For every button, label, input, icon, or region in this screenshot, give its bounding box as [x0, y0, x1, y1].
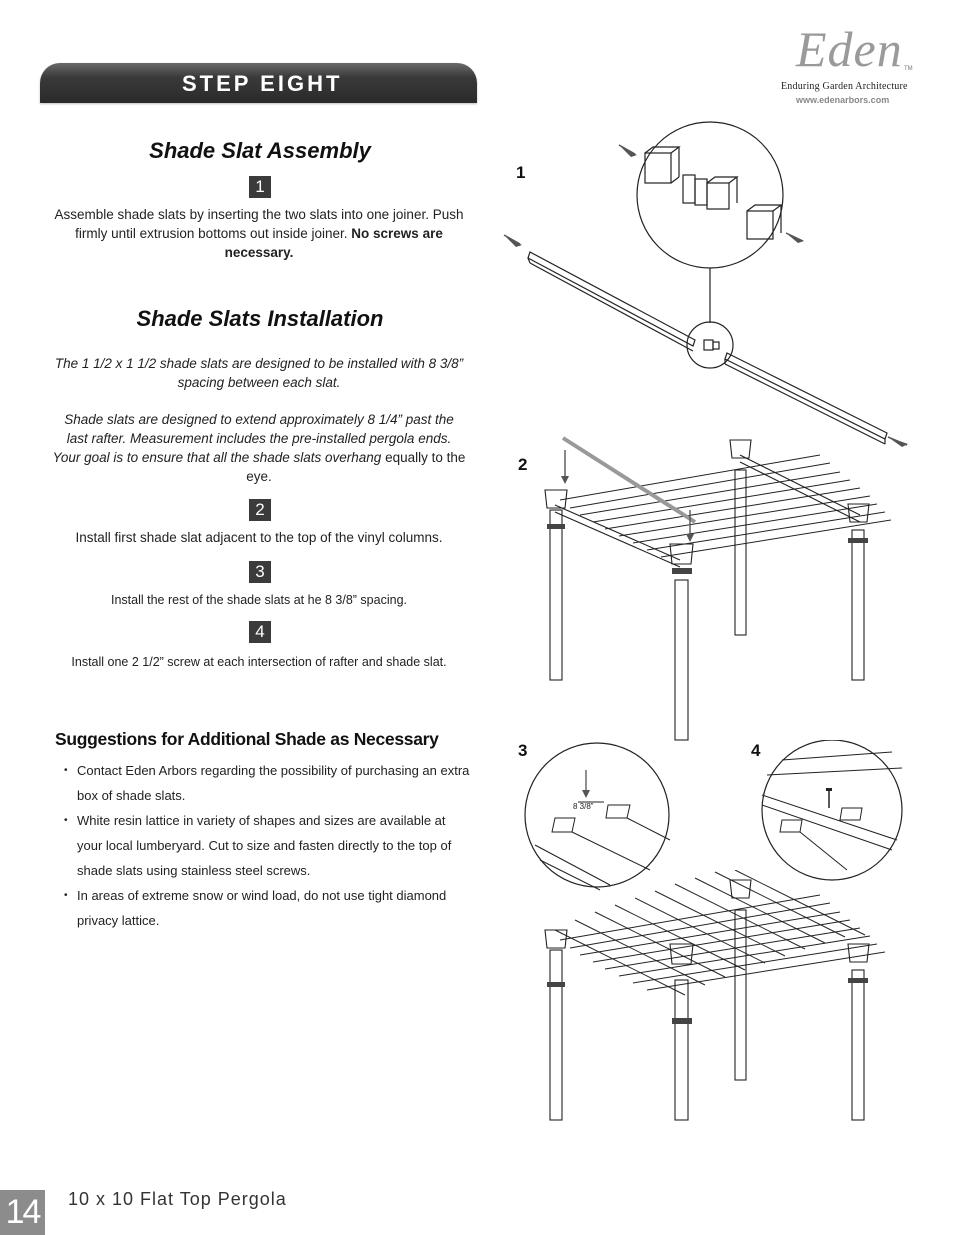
logo-tagline: Enduring Garden Architecture [781, 81, 908, 92]
assembly-heading: Shade Slat Assembly [149, 138, 371, 163]
installation-intro-2-text: Shade slats are designed to extend appro… [52, 412, 454, 465]
step-2-text: Install first shade slat adjacent to the… [75, 530, 443, 545]
installation-intro-2-end: equally to the eye. [246, 450, 466, 484]
figure-2-pergola-first-slat [544, 436, 892, 741]
footer-title: 10 x 10 Flat Top Pergola [68, 1189, 287, 1209]
figure-4-screw-detail [761, 740, 903, 881]
figure-2-label: 2 [518, 455, 528, 474]
logo-url: www.edenarbors.com [796, 95, 890, 105]
suggestions-heading: Suggestions for Additional Shade as Nece… [55, 729, 439, 749]
step-title: STEP EIGHT [182, 71, 343, 96]
assembly-instructions: Assemble shade slats by inserting the tw… [52, 205, 466, 262]
step-number-1: 1 [249, 176, 271, 198]
assembly-text-bold: No screws are necessary. [224, 226, 443, 260]
step-number-4: 4 [249, 621, 271, 643]
figure-3-spacing-detail: 8 3/8” [524, 742, 671, 891]
suggestion-item: Contact Eden Arbors regarding the possib… [64, 758, 474, 808]
figure-3-label: 3 [518, 741, 528, 760]
installation-intro-1: The 1 1/2 x 1 1/2 shade slats are design… [52, 354, 466, 392]
logo-trademark: TM [904, 66, 913, 72]
figure-1-slat-assembly [503, 121, 908, 447]
assembly-text: Assemble shade slats by inserting the tw… [54, 207, 464, 241]
step-number-2: 2 [249, 499, 271, 521]
suggestion-item: In areas of extreme snow or wind load, d… [64, 883, 474, 933]
step-3-text: Install the rest of the shade slats at h… [110, 593, 407, 607]
installation-intro-2: Shade slats are designed to extend appro… [52, 410, 466, 486]
figure-pergola-all-slats [544, 870, 886, 1121]
suggestion-item: White resin lattice in variety of shapes… [64, 808, 474, 883]
figure-1-label: 1 [516, 163, 526, 182]
eden-logo: Eden [796, 21, 903, 77]
page-number: 14 [0, 1190, 45, 1235]
installation-heading: Shade Slats Installation [136, 306, 384, 331]
step-banner: STEP EIGHT [40, 63, 477, 103]
step-4-text: Install one 2 1/2” screw at each interse… [71, 655, 447, 669]
figure-4-label: 4 [751, 741, 761, 760]
installation-intro-1-text: The 1 1/2 x 1 1/2 shade slats are design… [54, 356, 464, 390]
suggestions-list: Contact Eden Arbors regarding the possib… [64, 758, 474, 933]
spacing-label: 8 3/8” [573, 802, 594, 811]
step-number-3: 3 [249, 561, 271, 583]
